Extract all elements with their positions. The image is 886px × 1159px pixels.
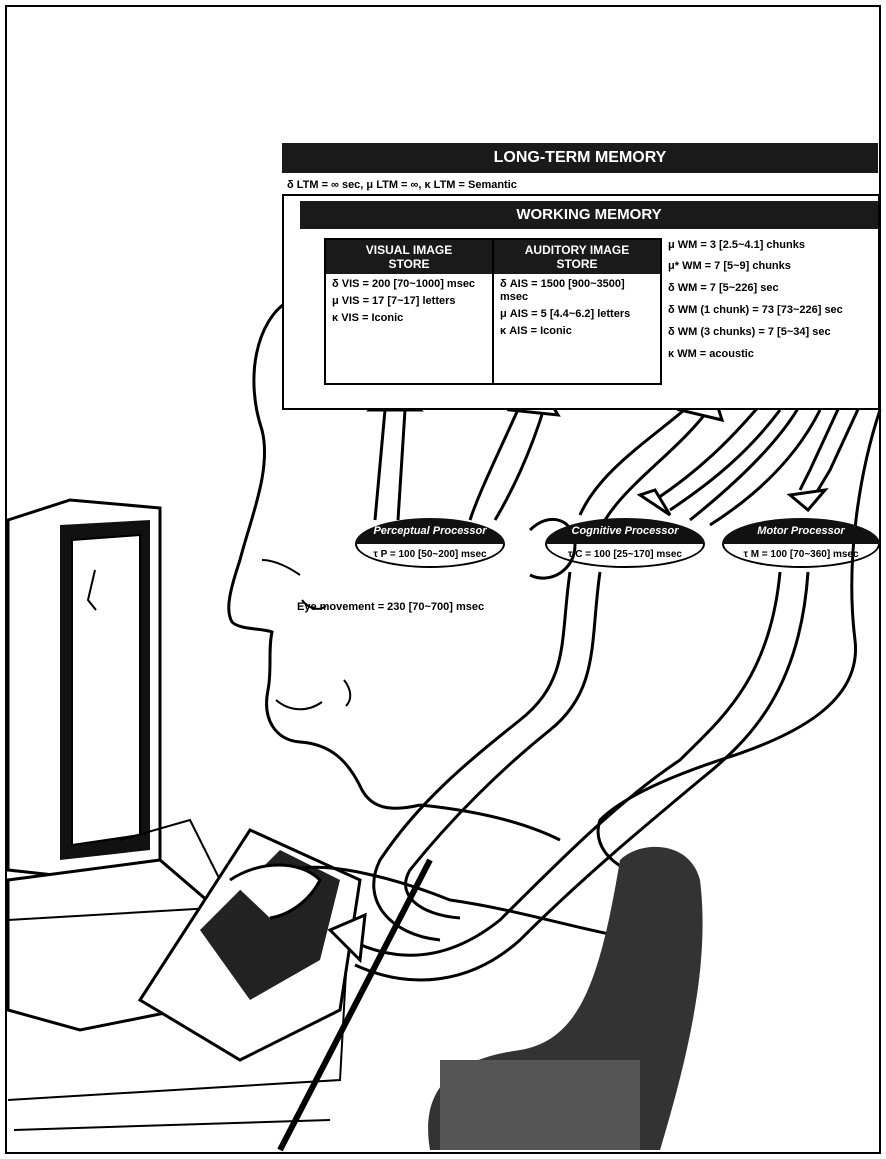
wm-param-1: μ WM = 3 [2.5~4.1] chunks — [668, 238, 805, 252]
wm-param-3: δ WM = 7 [5~226] sec — [668, 281, 779, 295]
cognitive-processor-name: Cognitive Processor — [545, 518, 705, 544]
cognitive-processor: Cognitive Processor τ C = 100 [25~170] m… — [545, 518, 705, 568]
ais-duration: δ AIS = 1500 [900~3500] msec — [494, 274, 660, 304]
motor-processor: Motor Processor τ M = 100 [70~360] msec — [722, 518, 880, 568]
wm-param-5: δ WM (3 chunks) = 7 [5~34] sec — [668, 325, 831, 339]
perceptual-processor-name: Perceptual Processor — [355, 518, 505, 544]
wm-param-6: κ WM = acoustic — [668, 347, 754, 361]
ltm-bar: LONG-TERM MEMORY — [282, 143, 878, 173]
chin-line — [344, 680, 350, 706]
flow-arrows — [330, 385, 860, 980]
auditory-image-store: AUDITORY IMAGE STORE δ AIS = 1500 [900~3… — [492, 238, 662, 385]
vis-title-line1: VISUAL IMAGE — [328, 243, 490, 257]
wm-param-2: μ* WM = 7 [5~9] chunks — [668, 259, 791, 273]
perceptual-processor-cycle: τ P = 100 [50~200] msec — [355, 544, 505, 568]
wm-title: WORKING MEMORY — [516, 206, 661, 223]
vis-code: κ VIS = Iconic — [326, 308, 492, 325]
ais-title-line1: AUDITORY IMAGE — [496, 243, 658, 257]
chair-seat — [440, 1060, 640, 1150]
perceptual-processor: Perceptual Processor τ P = 100 [50~200] … — [355, 518, 505, 568]
motor-processor-cycle: τ M = 100 [70~360] msec — [722, 544, 880, 568]
mouth — [276, 700, 322, 709]
motor-processor-name: Motor Processor — [722, 518, 880, 544]
eye-line — [262, 560, 300, 575]
vis-header: VISUAL IMAGE STORE — [326, 240, 492, 274]
wm-param-4: δ WM (1 chunk) = 73 [73~226] sec — [668, 303, 843, 317]
wm-bar: WORKING MEMORY — [300, 201, 878, 229]
vis-capacity: μ VIS = 17 [7~17] letters — [326, 291, 492, 308]
ais-capacity: μ AIS = 5 [4.4~6.2] letters — [494, 304, 660, 321]
vis-duration: δ VIS = 200 [70~1000] msec — [326, 274, 492, 291]
ais-code: κ AIS = Iconic — [494, 321, 660, 338]
ltm-params: δ LTM = ∞ sec, μ LTM = ∞, κ LTM = Semant… — [287, 178, 517, 192]
eye-movement-label: Eye movement = 230 [70~700] msec — [297, 600, 484, 614]
ltm-title: LONG-TERM MEMORY — [494, 149, 667, 166]
cognitive-processor-cycle: τ C = 100 [25~170] msec — [545, 544, 705, 568]
ais-header: AUDITORY IMAGE STORE — [494, 240, 660, 274]
ais-title-line2: STORE — [496, 257, 658, 271]
visual-image-store: VISUAL IMAGE STORE δ VIS = 200 [70~1000]… — [324, 238, 494, 385]
vis-title-line2: STORE — [328, 257, 490, 271]
